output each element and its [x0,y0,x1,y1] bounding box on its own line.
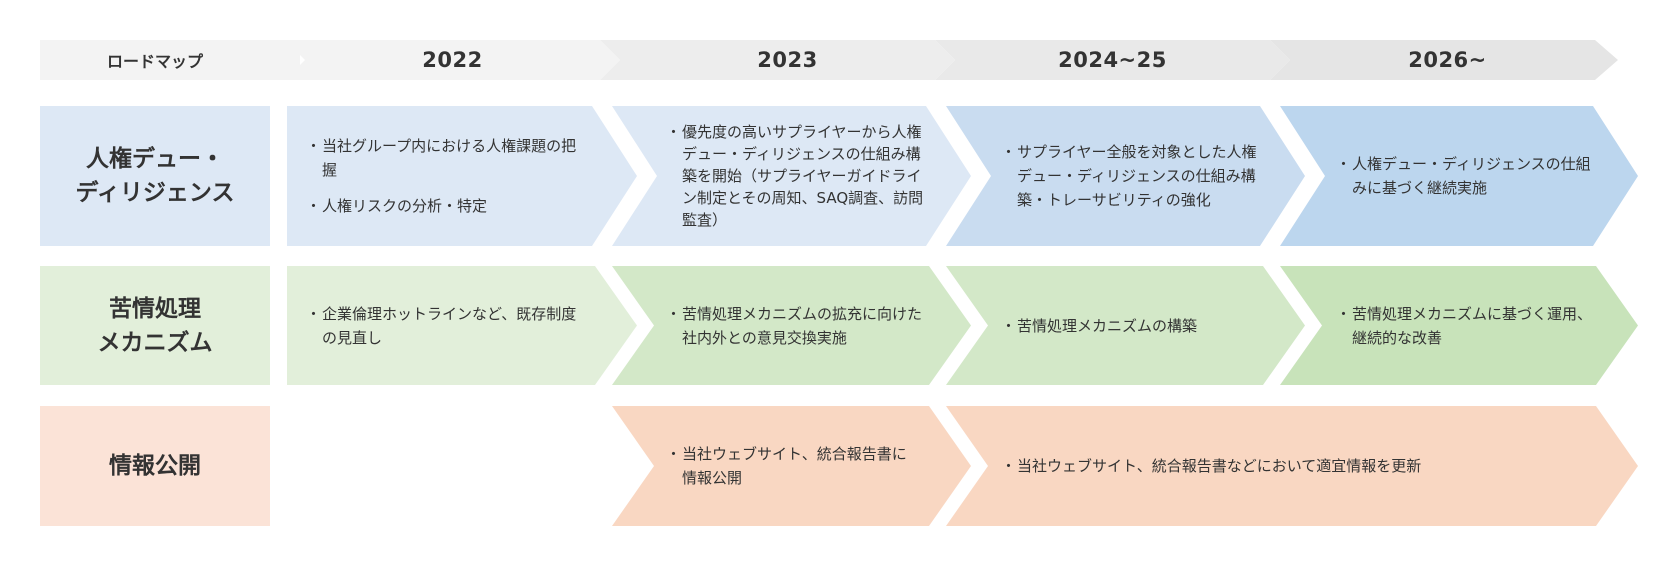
cell-gr-2023: 苦情処理メカニズムの拡充に向けた社内外との意見交換実施 [666,266,930,385]
cell-dd-2022: 当社グループ内における人権課題の把握 人権リスクの分析・特定 [306,106,590,246]
cell-bullet: 人権デュー・ディリジェンスの仕組みに基づく継続実施 [1336,152,1600,200]
row-title-line: メカニズム [97,329,213,356]
cell-gr-2026: 苦情処理メカニズムに基づく運用、継続的な改善 [1336,266,1600,385]
cell-bullet: 優先度の高いサプライヤーから人権デュー・ディリジェンスの仕組み構築を開始（サプラ… [666,121,930,231]
cell-bullet: 企業倫理ホットラインなど、既存制度の見直し [306,302,590,350]
header-band-2023 [600,40,955,80]
cell-bullet: 当社ウェブサイト、統合報告書などにおいて適宜情報を更新 [1001,454,1595,478]
header-band-label [40,40,300,80]
cell-dd-2026: 人権デュー・ディリジェンスの仕組みに基づく継続実施 [1336,106,1600,246]
header-band-2022 [285,40,620,80]
cell-bullet: サプライヤー全般を対象とした人権デュー・ディリジェンスの仕組み構築・トレーサビリ… [1001,140,1270,212]
row-title-grievance: 苦情処理 メカニズム [40,266,270,385]
cell-dc-2024-onward: 当社ウェブサイト、統合報告書などにおいて適宜情報を更新 [1001,406,1595,526]
cell-dd-2024-25: サプライヤー全般を対象とした人権デュー・ディリジェンスの仕組み構築・トレーサビリ… [1001,106,1270,246]
row-title-line: 苦情処理 [109,295,201,322]
row-title-line: ディリジェンス [75,180,235,206]
header-year-2024-25: 2024~25 [1058,48,1167,72]
cell-bullet: 人権リスクの分析・特定 [306,194,590,218]
row-dd-label-box [40,106,270,246]
cell-bullet: 苦情処理メカニズムに基づく運用、継続的な改善 [1336,302,1600,350]
row-title-line: 情報公開 [109,453,201,479]
cell-gr-2024-25: 苦情処理メカニズムの構築 [1001,266,1270,385]
cell-bullet: 苦情処理メカニズムの構築 [1001,314,1270,338]
header-label-roadmap: ロードマップ [106,52,203,71]
row-dc-label-box [40,406,270,526]
header-year-2026: 2026~ [1408,48,1487,72]
cell-bullet: 当社ウェブサイト、統合報告書に情報公開 [666,442,920,490]
row-title-disclosure: 情報公開 [40,406,270,526]
cell-bullet: 苦情処理メカニズムの拡充に向けた社内外との意見交換実施 [666,302,930,350]
header-band-2026 [1270,40,1618,80]
cell-gr-2022: 企業倫理ホットラインなど、既存制度の見直し [306,266,590,385]
cell-bullet: 当社グループ内における人権課題の把握 [306,134,590,182]
row-gr-label-box [40,266,270,385]
row-title-due-diligence: 人権デュー・ ディリジェンス [40,106,270,246]
cell-dc-2023: 当社ウェブサイト、統合報告書に情報公開 [666,406,920,526]
header-year-2023: 2023 [757,48,818,72]
cell-dd-2023: 優先度の高いサプライヤーから人権デュー・ディリジェンスの仕組み構築を開始（サプラ… [666,106,930,246]
header-year-2022: 2022 [422,48,483,72]
row-title-line: 人権デュー・ [86,146,224,172]
header-band-2024-25 [935,40,1290,80]
